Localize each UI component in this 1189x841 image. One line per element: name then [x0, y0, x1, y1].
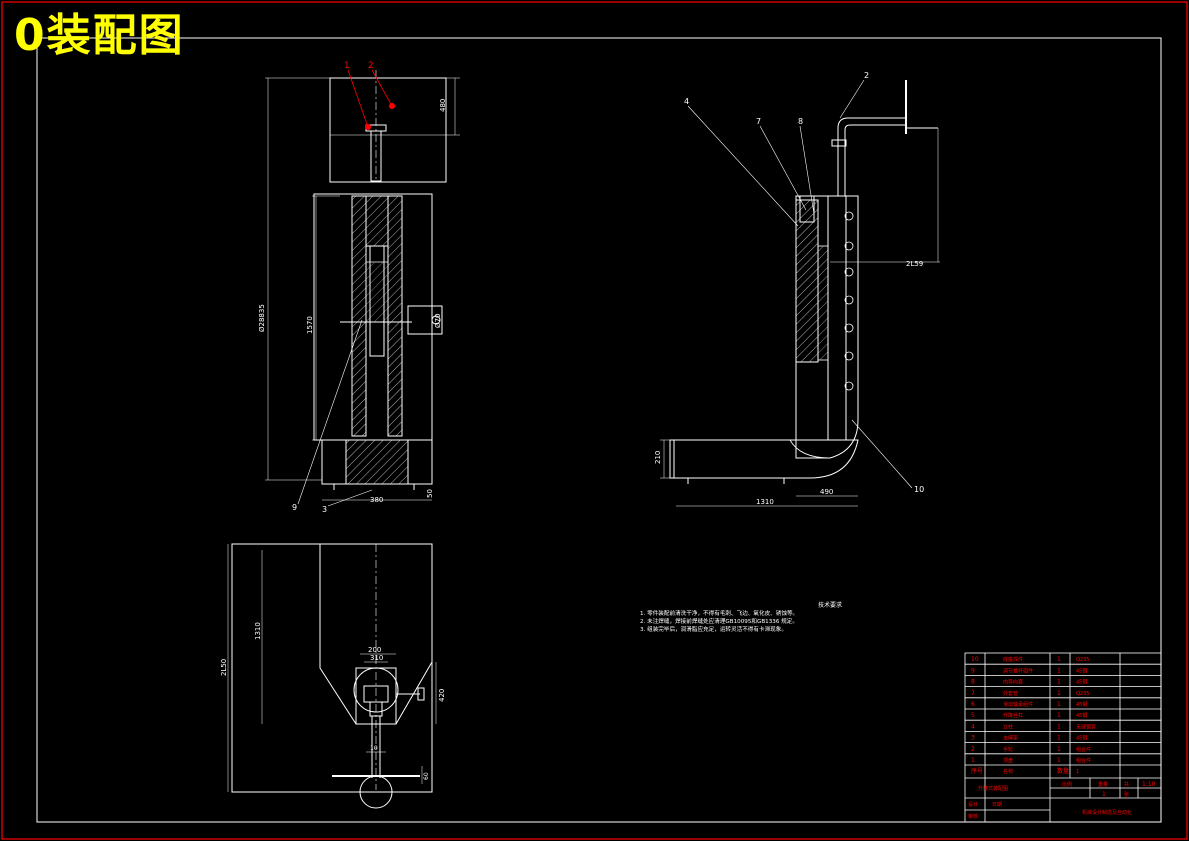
front-dim-1570: 1570: [306, 316, 314, 334]
bom-cell-name: 底座焊件: [1003, 656, 1023, 663]
bom-cell-no: 7: [971, 690, 975, 697]
bom-cell-no: 4: [971, 723, 975, 730]
side-balloon-2: 2: [864, 71, 869, 80]
tech-line-2: 2. 未注焊缝，焊接前焊缝处应清理GB10095和GB1336 规定。: [640, 617, 798, 625]
front-balloon-2: 2: [368, 61, 374, 71]
front-dim-380: 380: [370, 496, 383, 504]
front-balloon-3: 3: [322, 505, 327, 514]
bom-cell-qty: 1: [1057, 757, 1061, 764]
bom-cell-qty: 1: [1057, 690, 1061, 697]
bom-cell-material: Q235: [1076, 657, 1089, 663]
meta-label-total: 共: [1124, 781, 1129, 788]
bom-cell-name: 立柱: [1003, 723, 1013, 730]
bom-cell-qty: 1: [1057, 723, 1061, 730]
bom-cell-no: 序号: [971, 767, 983, 775]
side-balloon-7: 7: [756, 117, 761, 126]
front-dim-70: Ø70: [434, 314, 442, 328]
school-name: 机械设计制造及自动化: [1082, 809, 1132, 816]
bom-cell-name: 滑动轴承组件: [1003, 701, 1033, 708]
bom-cell-material: 无缝钢管: [1076, 723, 1096, 730]
bom-cell-no: 3: [971, 735, 975, 742]
bom-cell-no: 2: [971, 746, 975, 753]
tech-requirements: 技术要求 1. 零件装配前清洗干净，不得有毛刺、飞边、氧化皮、锈蚀等。 2. 未…: [640, 601, 842, 633]
top-dim-1310: 1310: [254, 622, 262, 640]
bom-cell-name: 升降丝杠: [1003, 712, 1023, 719]
top-view: [227, 543, 437, 809]
top-dim-2L50: 2L50: [220, 659, 228, 676]
bom-cell-name: 支撑架: [1003, 735, 1018, 742]
sign-date: 日期: [992, 802, 1002, 808]
front-view: [265, 69, 460, 507]
bom-cell-name: 内导向套: [1003, 679, 1023, 686]
bom-cell-material: 45钢: [1076, 667, 1087, 674]
bom-cell-no: 6: [971, 701, 975, 708]
bom-cell-name: 手轮: [1003, 746, 1013, 753]
bom-cell-no: 10: [971, 656, 979, 663]
tech-line-3: 3. 组装完毕后，润滑脂应充足，运转灵活不得有卡滞现象。: [640, 625, 787, 633]
bom-cell-material: 45钢: [1076, 735, 1087, 742]
bom-cell-qty: 1: [1057, 701, 1061, 708]
tech-line-1: 1. 零件装配前清洗干净，不得有毛刺、飞边、氧化皮、锈蚀等。: [640, 609, 798, 617]
meta-label-scale: 比例: [1062, 781, 1072, 788]
bom-cell-no: 8: [971, 679, 975, 686]
front-balloon-9: 9: [292, 503, 297, 512]
side-dim-490: 490: [820, 488, 833, 496]
bom-cell-qty: 数量: [1057, 767, 1069, 775]
front-dim-50: 50: [426, 489, 434, 498]
bom-cell-material: 组合件: [1076, 757, 1091, 764]
side-dim-210: 210: [654, 451, 662, 464]
side-balloon-8: 8: [798, 117, 803, 126]
bom-cell-name: 外套管: [1003, 690, 1018, 697]
bom-cell-qty: 1: [1057, 712, 1061, 719]
tech-heading: 技术要求: [818, 601, 842, 609]
bom-cell-material: 45钢: [1076, 712, 1087, 719]
front-balloon-1: 1: [344, 61, 350, 71]
bom-cell-no: 9: [971, 667, 975, 674]
bom-cell-qty: 1: [1057, 667, 1061, 674]
top-dim-200: 200: [368, 646, 381, 654]
sign-review: 审核: [968, 813, 978, 820]
bom-cell-no: 5: [971, 712, 975, 719]
meta-value-count: 1: [1102, 791, 1106, 798]
bom-cell-qty: 1: [1057, 679, 1061, 686]
bom-cell-material: 45钢: [1076, 701, 1087, 708]
bom-cell-name: 名称: [1003, 768, 1013, 775]
bom-cell-name: 调节螺杆组件: [1003, 667, 1033, 674]
side-dim-1310: 1310: [756, 498, 774, 506]
side-dim-2L59: 2L59: [906, 260, 923, 268]
title-block: [964, 652, 1162, 823]
bom-cell-qty: 1: [1057, 746, 1061, 753]
side-view: [660, 79, 940, 507]
top-dim-10: 10: [370, 745, 378, 752]
drawing-title: 0装配图: [14, 10, 185, 61]
meta-label-weight: 重量: [1098, 781, 1108, 788]
bom-cell-name: 顶盘: [1003, 757, 1013, 764]
bom-cell-qty: 1: [1057, 735, 1061, 742]
bom-cell-no: 1: [971, 757, 975, 764]
top-dim-60: 60: [423, 772, 430, 780]
bom-cell-material: 1: [1076, 769, 1079, 775]
top-dim-310: 310: [370, 654, 383, 662]
bom-cell-material: Q235: [1076, 691, 1089, 697]
side-balloon-10: 10: [914, 485, 924, 494]
bom-cell-material: 45钢: [1076, 679, 1087, 686]
meta-value-scale: 1:10: [1142, 781, 1156, 788]
meta-left: 升降式装配图: [978, 785, 1008, 792]
bom-cell-qty: 1: [1057, 656, 1061, 663]
sign-design: 设计: [968, 801, 978, 808]
top-dim-420: 420: [438, 689, 446, 702]
meta-label-sheet: 张: [1124, 791, 1129, 798]
side-balloon-4: 4: [684, 97, 689, 106]
inner-border: [36, 37, 1162, 823]
front-dim-total: Ø28835: [258, 304, 266, 332]
front-dim-480: 480: [439, 99, 447, 112]
bom-cell-material: 组合件: [1076, 746, 1091, 753]
